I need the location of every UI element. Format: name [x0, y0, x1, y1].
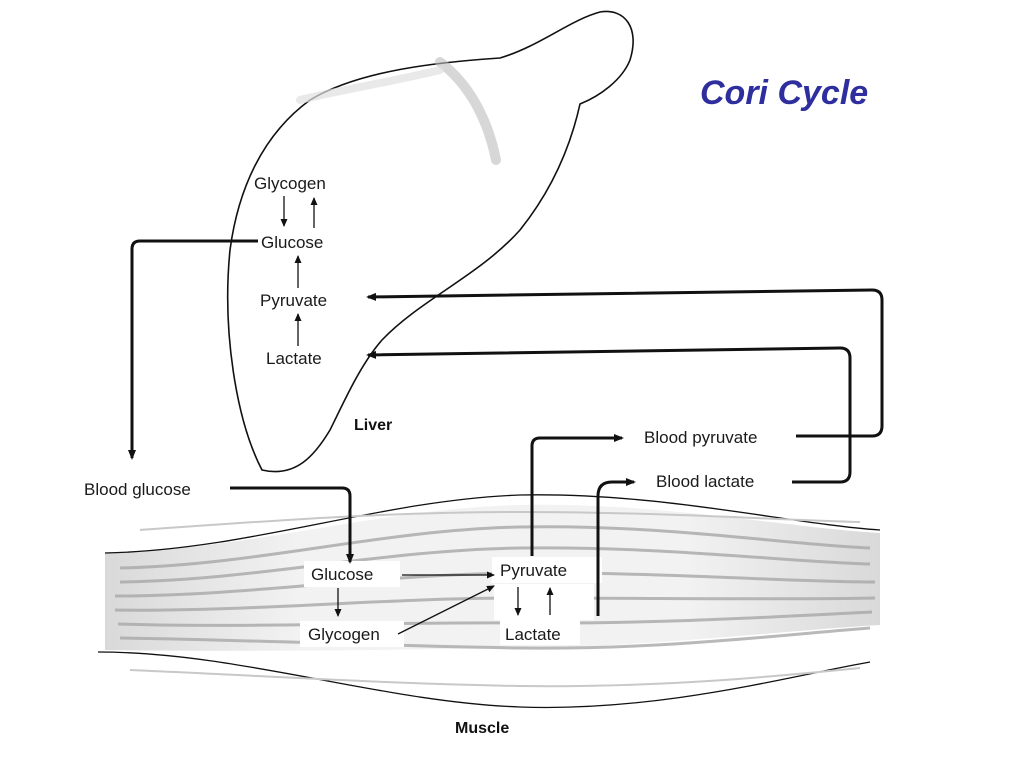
- muscle-glycogen-label: Glycogen: [308, 625, 380, 644]
- blood-glucose-to-muscle-arrow: [230, 486, 354, 564]
- liver-glycogen-label: Glycogen: [254, 174, 326, 193]
- liver-glucose-label: Glucose: [261, 233, 323, 252]
- liver-pyruvate-label: Pyruvate: [260, 291, 327, 310]
- blood-glucose-label: Blood glucose: [84, 480, 191, 499]
- blood-pyruvate-label: Blood pyruvate: [644, 428, 757, 447]
- muscle-lactate-to-blood-arrow: [596, 478, 636, 616]
- slide-title: Cori Cycle: [700, 74, 869, 112]
- muscle-pyruvate-label: Pyruvate: [500, 561, 567, 580]
- muscle-pyruvate-to-blood-arrow: [530, 434, 624, 556]
- muscle-glycogen-to-pyruvate-arrow: [397, 585, 495, 635]
- liver-glucose-to-blood-arrow: [128, 239, 258, 460]
- muscle-glucose-label: Glucose: [311, 565, 373, 584]
- blood-lactate-to-liver-arrow: [366, 346, 852, 484]
- muscle-lactate-label: Lactate: [505, 625, 561, 644]
- liver-lactate-label: Lactate: [266, 349, 322, 368]
- liver-organ: [226, 10, 634, 473]
- blood-pyruvate-to-liver-arrow: [366, 288, 884, 438]
- muscle-organ: [97, 494, 881, 709]
- blood-lactate-label: Blood lactate: [656, 472, 754, 491]
- muscle-label: Muscle: [455, 720, 509, 737]
- liver-label: Liver: [354, 417, 392, 434]
